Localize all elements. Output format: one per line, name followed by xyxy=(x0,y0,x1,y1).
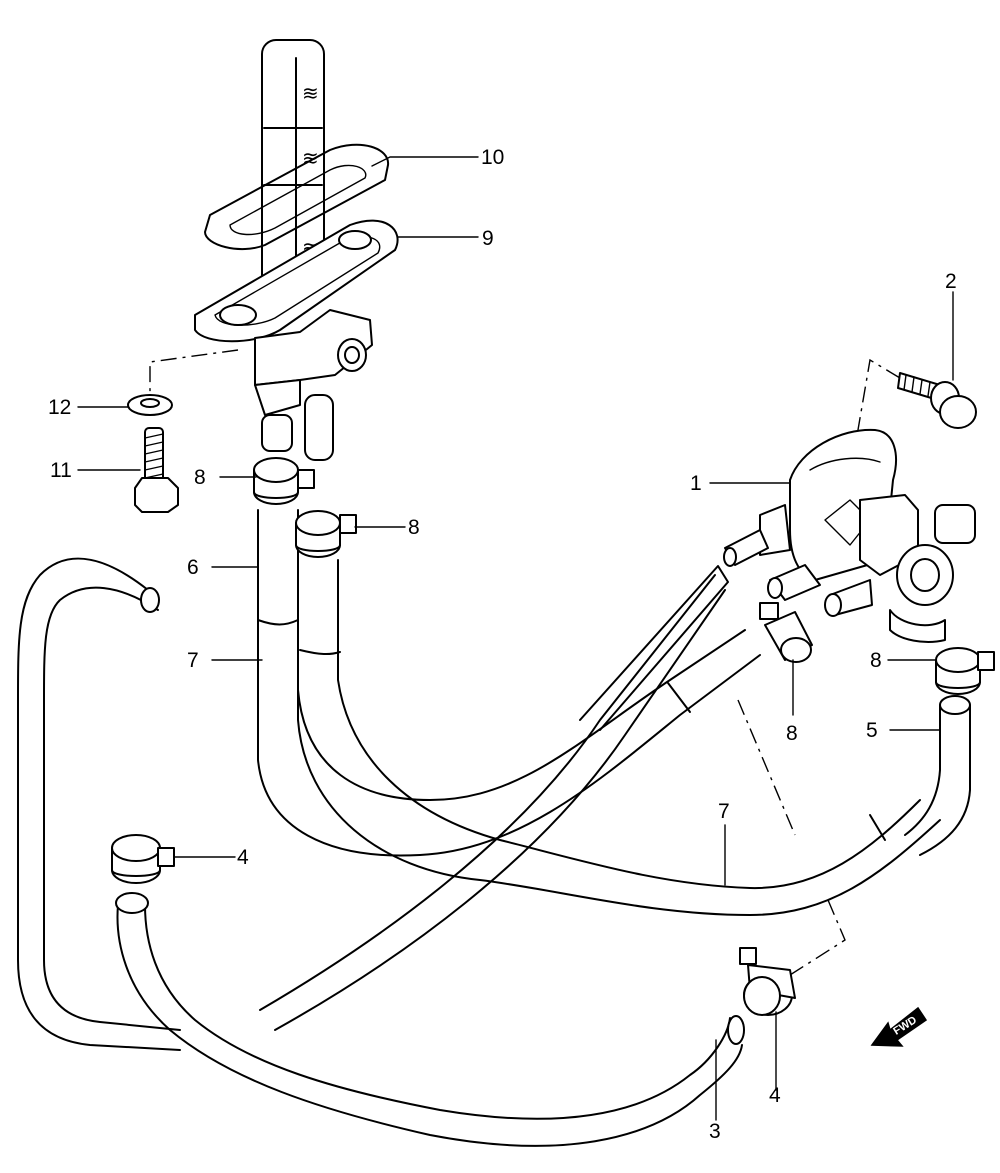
gasket-10 xyxy=(204,143,390,250)
hose-5 xyxy=(904,695,971,856)
clamp-4-right xyxy=(739,947,796,1016)
hose-6-7-left xyxy=(257,509,761,857)
clamp-4-left xyxy=(111,834,175,884)
fwd-arrow-icon: FWD xyxy=(870,1006,928,1047)
callout-2: 2 xyxy=(945,270,957,293)
clamp-8-top-left xyxy=(253,457,315,505)
leader-lines xyxy=(77,156,954,1121)
hose-7-right xyxy=(297,559,941,916)
callout-7-a: 7 xyxy=(187,649,199,672)
callout-3: 3 xyxy=(709,1120,721,1143)
callout-12: 12 xyxy=(48,396,71,419)
washer-12 xyxy=(127,394,173,416)
clamp-8-right xyxy=(935,647,995,695)
mount-line-plate xyxy=(149,349,239,395)
base-plate-9 xyxy=(194,219,399,461)
fuel-tap-1 xyxy=(723,428,976,643)
bolt-11 xyxy=(134,427,179,513)
clamp-8-mid xyxy=(759,602,813,663)
callout-10: 10 xyxy=(481,146,504,169)
callout-4-b: 4 xyxy=(769,1084,781,1107)
svg-text:≋: ≋ xyxy=(302,81,319,105)
callout-4-a: 4 xyxy=(237,846,249,869)
callout-7-b: 7 xyxy=(718,800,730,823)
clamp-8-top-right xyxy=(295,510,357,558)
hose-3 xyxy=(115,892,745,1147)
callout-8-c: 8 xyxy=(870,649,882,672)
callout-6: 6 xyxy=(187,556,199,579)
callout-11: 11 xyxy=(50,459,72,482)
callout-5: 5 xyxy=(866,719,878,742)
mount-line-hose-5 xyxy=(737,699,796,836)
callout-9: 9 xyxy=(482,227,494,250)
mount-line-bolt-2 xyxy=(847,358,901,489)
callout-8-b: 8 xyxy=(408,516,420,539)
hose-long-diagonal xyxy=(259,565,729,1031)
mount-line-clamp-4 xyxy=(789,899,846,976)
hose-left-loop xyxy=(17,557,181,1051)
callout-8-a: 8 xyxy=(194,466,206,489)
callout-1: 1 xyxy=(690,472,702,495)
bolt-2 xyxy=(897,372,977,429)
callout-8-d: 8 xyxy=(786,722,798,745)
